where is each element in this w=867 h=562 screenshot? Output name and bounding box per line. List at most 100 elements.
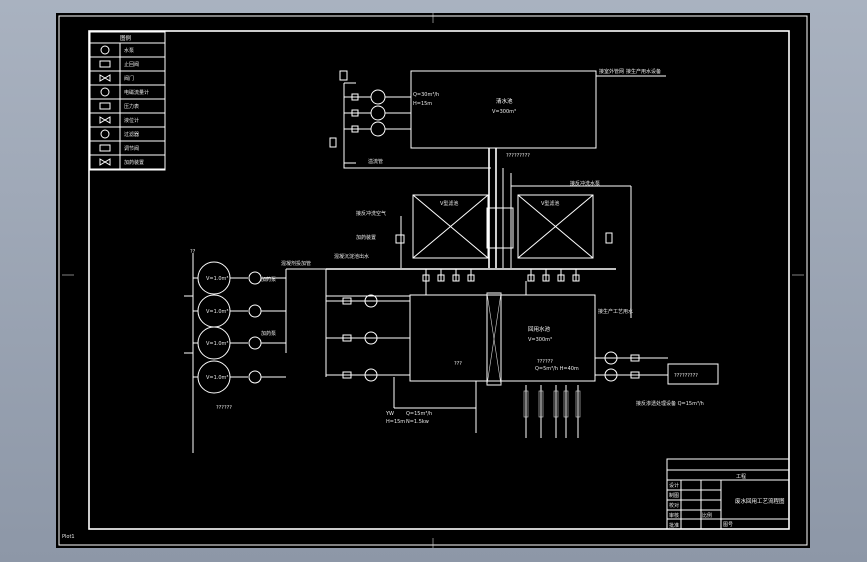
top-pump-icon	[370, 89, 386, 105]
legend-label: 水泵	[124, 47, 134, 54]
device-box-label: ?????????	[674, 373, 698, 379]
tanks-side-label-2: 加药泵	[261, 330, 276, 337]
title-sheet: 图号	[723, 522, 733, 528]
dosing-tank-volume: V=1.0m³	[206, 375, 228, 381]
backwash-label: 接反冲洗水泵	[570, 180, 600, 187]
legend-title: 图例	[120, 34, 132, 42]
bottom-valve-icon	[342, 371, 352, 379]
top-overflow-label: 溢流管	[368, 158, 383, 165]
left-filter-label: V型滤池	[440, 200, 458, 207]
pressure-gauge-icon	[99, 102, 111, 110]
bottom-tank-name: 回用水池	[528, 325, 551, 333]
clear-water-tank	[410, 70, 597, 149]
dosing-tank-volume: V=1.0m³	[206, 276, 228, 282]
flow-meter-icon	[100, 87, 110, 97]
title-row-label: 设计	[669, 482, 679, 489]
pump-icon	[100, 45, 110, 55]
legend-label: 阀门	[124, 75, 134, 82]
filter-group: V型滤池 V型滤池 接反冲洗空气 接反冲洗水泵 加药装置 混凝沉淀池出水	[325, 148, 632, 318]
gate-valve-icon	[99, 74, 111, 82]
pump-tag: YW	[385, 411, 394, 417]
metering-pump-icon	[248, 304, 262, 318]
title-row-label: 校对	[669, 502, 679, 509]
title-row-label: 审核	[669, 512, 679, 519]
bottom-valve-icon	[342, 297, 352, 305]
bottom-tank-capacity: V=300m³	[528, 337, 552, 343]
bottom-out-label: 接生产工艺用水	[598, 308, 633, 315]
top-filter-icon	[329, 137, 337, 148]
right-filter-label: V型滤池	[541, 200, 559, 207]
tank-partition	[486, 292, 502, 386]
inlet-label: 混凝沉淀池出水	[334, 253, 369, 260]
legend-label: 电磁流量计	[124, 89, 149, 96]
top-pump-q: Q=30m³/h	[413, 92, 439, 98]
air-label: 接反冲洗空气	[356, 210, 386, 217]
dosing-icon	[99, 158, 111, 166]
top-tank-name: 清水池	[496, 97, 513, 105]
right-tag: ??????	[537, 359, 553, 365]
title-row-label: 制图	[669, 492, 679, 499]
title-scale: 比例	[702, 512, 712, 519]
inner-border	[88, 30, 790, 530]
left-pump-q: Q=15m³/h	[406, 411, 432, 417]
top-valve-icon	[351, 125, 359, 133]
top-out-label-1: 接室外管网	[599, 68, 624, 75]
header-valve-icon	[452, 274, 460, 282]
top-pump-h: H=15m	[413, 101, 432, 107]
tanks-bottom-note: ??????	[216, 405, 232, 411]
header-valve-icon	[437, 274, 445, 282]
ro-device-box	[667, 363, 719, 385]
bottom-valve-icon	[342, 334, 352, 342]
legend-label: 加药装置	[124, 159, 144, 166]
title-row-label: 批准	[669, 522, 679, 529]
title-drawing: 废水回用工艺流程图	[735, 497, 785, 505]
legend-label: 止回阀	[124, 61, 139, 68]
title-project: 工程	[736, 473, 746, 480]
tanks-top-label: ??	[190, 249, 196, 255]
top-pump-icon	[370, 105, 386, 121]
metering-pump-icon	[248, 336, 262, 350]
level-gauge-icon	[99, 116, 111, 124]
metering-pump-icon	[248, 370, 262, 384]
top-tank-capacity: V=300m³	[492, 109, 516, 115]
manifold	[486, 207, 514, 249]
metering-pump-icon	[248, 271, 262, 285]
corner-mark: Plot1	[62, 534, 75, 540]
legend-label: 压力表	[124, 103, 139, 110]
dosing-label: 加药装置	[356, 234, 376, 241]
mixer-label: ???	[454, 361, 462, 367]
right-valve-icon	[605, 232, 613, 244]
bottom-note: 接反渗透处理设备 Q=15m³/h	[636, 400, 704, 407]
legend-label: 液位计	[124, 117, 139, 124]
bottom-pump-icon	[364, 294, 378, 308]
left-v-filter	[412, 194, 489, 259]
tanks-side-label-1: 加药泵	[261, 276, 276, 283]
header-valve-icon	[557, 274, 565, 282]
bottom-pump-icon	[364, 331, 378, 345]
bottom-pump-icon	[364, 368, 378, 382]
header-valve-icon	[572, 274, 580, 282]
right-pump-spec: Q=5m³/h H=40m	[535, 366, 579, 372]
top-tank-group: 清水池 V=300m³ Q=30m³/h H=15m 接室外管网 接生产用水设备…	[329, 68, 666, 169]
top-valve-icon	[351, 93, 359, 101]
header-valve-icon	[467, 274, 475, 282]
top-valve-icon	[351, 109, 359, 117]
dosing-tank-volume: V=1.0m³	[206, 309, 228, 315]
header-valve-icon	[542, 274, 550, 282]
check-valve-icon	[99, 60, 111, 68]
legend-label: 调节阀	[124, 145, 139, 152]
right-v-filter	[517, 194, 594, 259]
dosing-tank-volume: V=1.0m³	[206, 341, 228, 347]
drawing-sheet: 图例 水泵止回阀阀门电磁流量计压力表液位计过滤器调节阀加药装置 清水池 V=30…	[56, 13, 810, 548]
left-pump-n: N=1.5kw	[406, 419, 429, 425]
left-pump-h: H=15m	[386, 419, 405, 425]
regulating-valve-icon	[99, 144, 111, 152]
filter-icon	[100, 129, 110, 139]
legend-label: 过滤器	[124, 131, 139, 138]
top-pump-icon	[370, 121, 386, 137]
